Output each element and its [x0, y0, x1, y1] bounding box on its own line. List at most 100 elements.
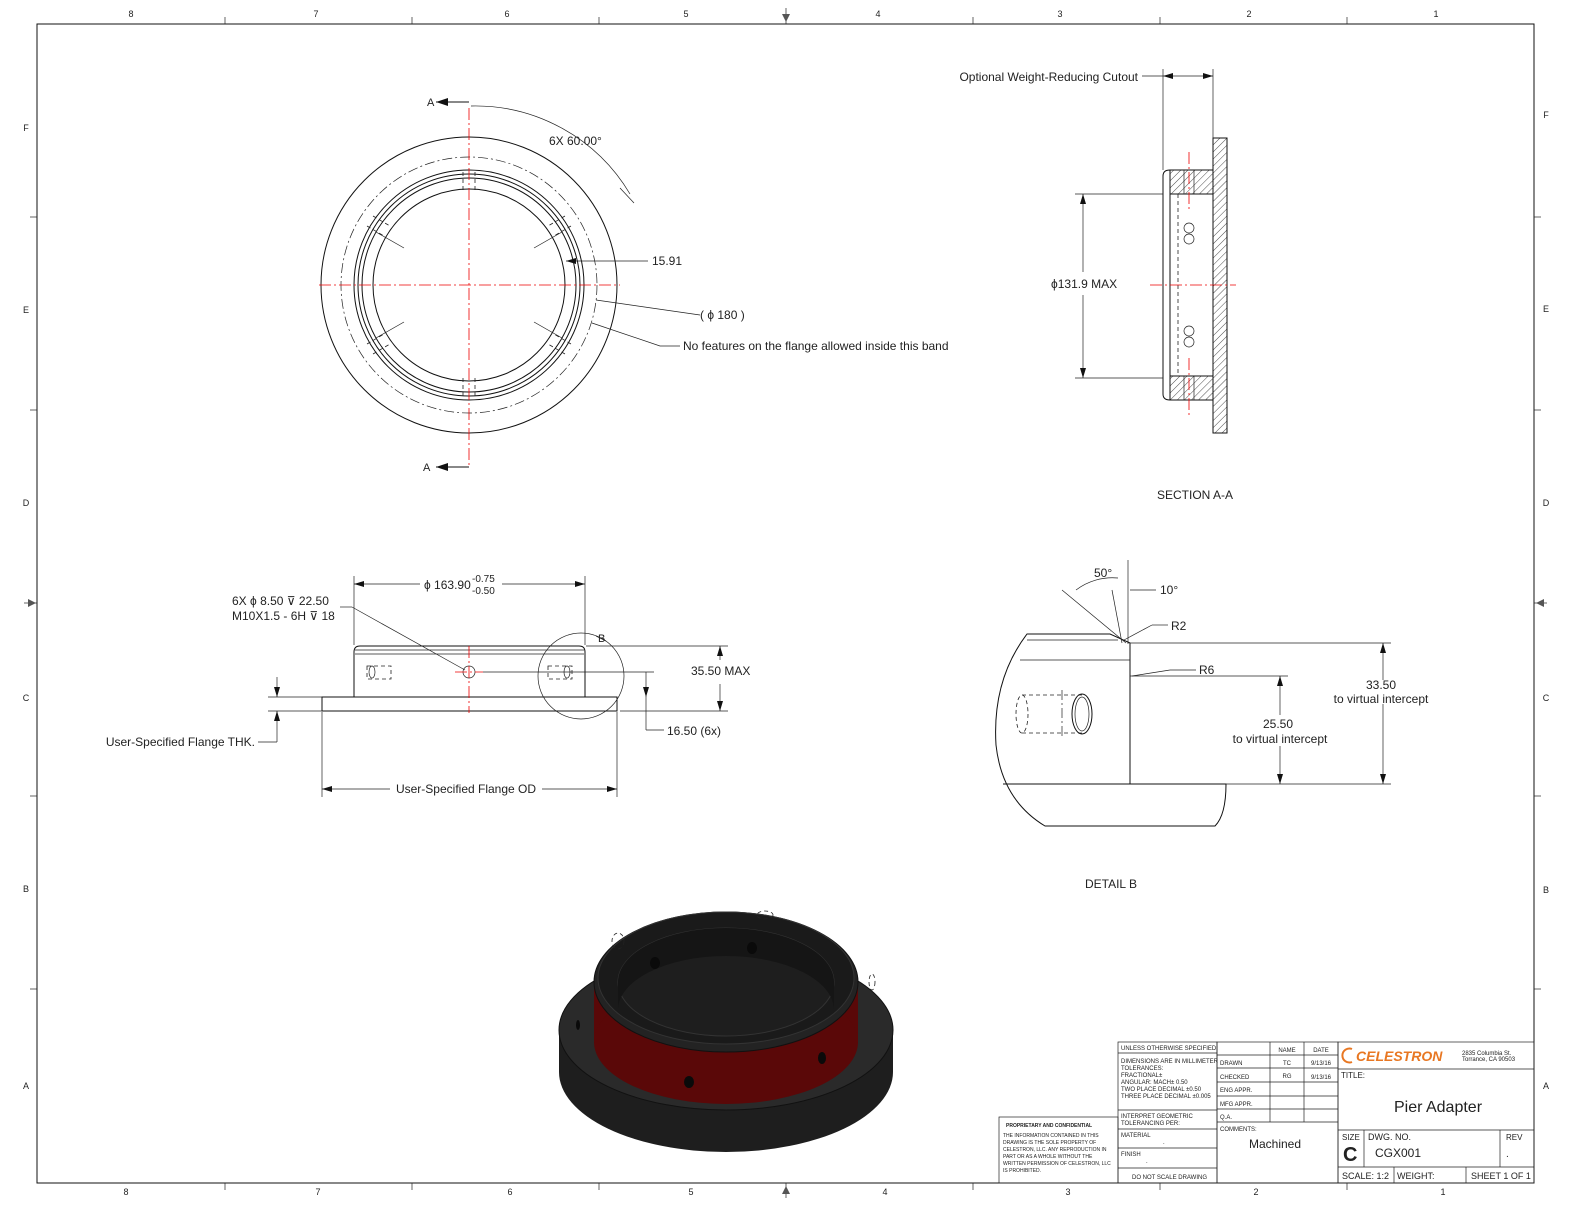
prop-line-6: IS PROHIBITED. [1003, 1168, 1041, 1174]
zone-col-bottom-8: 8 [123, 1187, 128, 1197]
height-16-50: 16.50 (6x) [667, 724, 721, 738]
zone-col-top-3: 3 [1057, 9, 1062, 19]
tol-three-place: THREE PLACE DECIMAL ±0.005 [1121, 1094, 1211, 1100]
size-label: SIZE [1342, 1133, 1360, 1142]
tolerancing-note: TOLERANCING PER: [1121, 1121, 1180, 1127]
zone-col-top-1: 1 [1433, 9, 1438, 19]
title-label: TITLE: [1341, 1071, 1365, 1080]
section-title: SECTION A-A [1157, 488, 1233, 502]
finish-label: FINISH [1121, 1152, 1141, 1158]
zone-labels: 8 7 6 5 4 3 2 1 8 7 6 5 4 3 2 1 F E D C … [23, 9, 1550, 1197]
zone-row-right-f: F [1543, 110, 1549, 120]
side-view: B ϕ 163.90 -0.75 -0.50 6X ϕ 8.50 ⊽ 22.50… [106, 574, 750, 797]
zone-row-right-a: A [1543, 1081, 1549, 1091]
sheet-border [24, 8, 1547, 1198]
dia-131-9: ϕ131.9 MAX [1051, 277, 1117, 291]
rev-value: . [1506, 1149, 1509, 1160]
zone-col-top-4: 4 [875, 9, 880, 19]
detail-view: 50° 10° R2 R6 33.50 to virtual intercept… [995, 560, 1429, 891]
iso-render [558, 910, 894, 1152]
dim-25-50: 25.50 [1263, 717, 1293, 731]
dia-tol-lower: -0.50 [472, 586, 495, 597]
checked-label: CHECKED [1220, 1075, 1250, 1081]
finish-value: . [1146, 1159, 1148, 1165]
zone-row-left-c: C [23, 693, 30, 703]
height-35-50-max: 35.50 MAX [691, 664, 750, 678]
dim-33-50-note: to virtual intercept [1334, 692, 1429, 706]
radius-r6: R6 [1199, 663, 1215, 677]
flange-thk-label: User-Specified Flange THK. [106, 735, 255, 749]
tol-fractional: FRACTIONAL± [1121, 1073, 1163, 1079]
zone-row-left-d: D [23, 498, 30, 508]
unless-note: UNLESS OTHERWISE SPECIFIED: [1121, 1046, 1218, 1052]
top-view: A A 6X 60.00° 15.91 ( ϕ 180 ) No feature… [319, 97, 949, 474]
zone-col-top-5: 5 [683, 9, 688, 19]
tol-angular: ANGULAR: MACH± 0.50 [1121, 1080, 1188, 1086]
address-line-2: Torrance, CA 90503 [1462, 1057, 1516, 1063]
section-view: Optional Weight-Reducing Cutout ϕ131.9 M… [959, 69, 1236, 502]
drawn-name: TC [1283, 1061, 1292, 1067]
detail-title: DETAIL B [1085, 877, 1137, 891]
dim-25-50-note: to virtual intercept [1233, 732, 1328, 746]
section-mark-top: A [427, 97, 435, 109]
hole-callout-2: M10X1.5 - 6H ⊽ 18 [232, 609, 335, 623]
cutout-label: Optional Weight-Reducing Cutout [959, 70, 1138, 84]
dia-tol-upper: -0.75 [472, 574, 495, 585]
drawing-title: Pier Adapter [1394, 1099, 1483, 1116]
zone-col-bottom-1: 1 [1440, 1187, 1445, 1197]
drawn-label: DRAWN [1220, 1061, 1242, 1067]
prop-line-4: PART OR AS A WHOLE WITHOUT THE [1003, 1154, 1093, 1160]
dim-33-50: 33.50 [1366, 678, 1396, 692]
zone-col-top-8: 8 [128, 9, 133, 19]
dims-note: DIMENSIONS ARE IN MILLIMETER [1121, 1059, 1219, 1065]
zone-row-left-a: A [23, 1081, 29, 1091]
checked-name: RG [1283, 1074, 1292, 1080]
sheet-label: SHEET 1 OF 1 [1471, 1171, 1531, 1181]
interpret-note: INTERPRET GEOMETRIC [1121, 1114, 1194, 1120]
material-value: . [1163, 1140, 1165, 1146]
qa-label: Q.A. [1220, 1115, 1232, 1121]
title-block: PROPRIETARY AND CONFIDENTIAL THE INFORMA… [998, 1041, 1535, 1184]
zone-col-bottom-5: 5 [688, 1187, 693, 1197]
dim-phi-180: ( ϕ 180 ) [700, 308, 745, 322]
col-date: DATE [1313, 1048, 1329, 1054]
zone-col-bottom-2: 2 [1253, 1187, 1258, 1197]
zone-row-left-e: E [23, 305, 29, 315]
zone-row-right-b: B [1543, 885, 1549, 895]
comments-value: Machined [1249, 1137, 1301, 1151]
company-name: CELESTRON [1356, 1048, 1443, 1064]
zone-col-top-6: 6 [504, 9, 509, 19]
do-not-scale: DO NOT SCALE DRAWING [1132, 1175, 1207, 1181]
flange-od-label: User-Specified Flange OD [396, 782, 536, 796]
prop-line-3: CELESTRON, LLC. ANY REPRODUCTION IN [1003, 1147, 1107, 1153]
dia-163-90: ϕ 163.90 [424, 578, 471, 592]
prop-line-1: THE INFORMATION CONTAINED IN THIS [1003, 1133, 1099, 1139]
hole-callout-1: 6X ϕ 8.50 ⊽ 22.50 [232, 594, 329, 608]
dwg-no-label: DWG. NO. [1368, 1132, 1411, 1142]
zone-row-right-c: C [1543, 693, 1550, 703]
zone-row-left-f: F [23, 123, 29, 133]
tol-head: TOLERANCES: [1121, 1066, 1164, 1072]
checked-date: 9/13/16 [1311, 1075, 1332, 1081]
eng-appr-label: ENG APPR. [1220, 1088, 1253, 1094]
radius-r2: R2 [1171, 619, 1187, 633]
material-label: MATERIAL [1121, 1133, 1151, 1139]
scale-label: SCALE: 1:2 [1342, 1171, 1389, 1181]
weight-label: WEIGHT: [1397, 1171, 1435, 1181]
size-value: C [1343, 1144, 1357, 1166]
detail-mark-b: B [598, 633, 605, 645]
angle-50: 50° [1094, 566, 1112, 580]
dwg-no-value: CGX001 [1375, 1146, 1421, 1160]
dim-15-91: 15.91 [652, 254, 682, 268]
zone-col-bottom-4: 4 [882, 1187, 887, 1197]
address-line-1: 2835 Columbia St. [1462, 1051, 1512, 1057]
zone-col-bottom-6: 6 [507, 1187, 512, 1197]
zone-col-bottom-7: 7 [315, 1187, 320, 1197]
comments-label: COMMENTS: [1220, 1127, 1257, 1133]
angle-10: 10° [1160, 583, 1178, 597]
zone-row-left-b: B [23, 884, 29, 894]
mfg-appr-label: MFG APPR. [1220, 1102, 1253, 1108]
col-name: NAME [1278, 1048, 1295, 1054]
zone-col-top-2: 2 [1246, 9, 1251, 19]
